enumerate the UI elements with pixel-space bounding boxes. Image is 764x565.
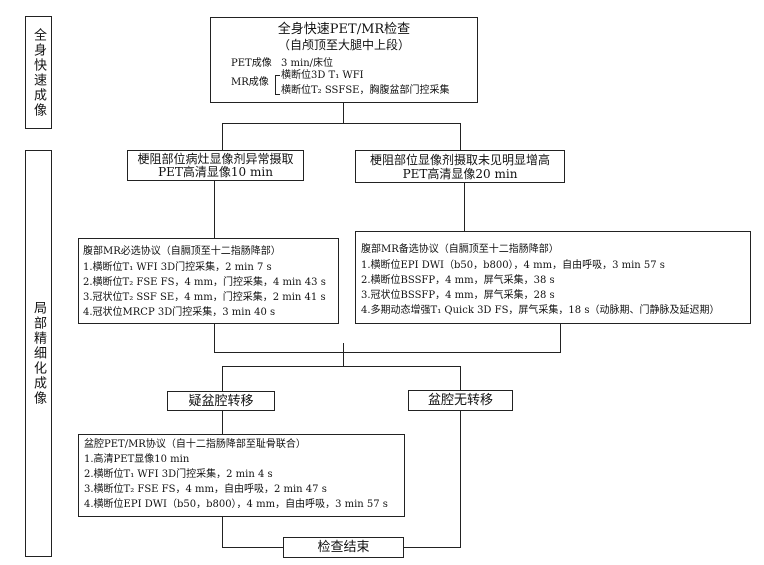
optional-protocol-title: 腹部MR备选协议（自膈顶至十二指肠降部） xyxy=(361,244,559,255)
required-protocol-title: 腹部MR必选协议（自膈顶至十二指肠降部） xyxy=(83,246,281,257)
suspected-pelvic-metastasis-label: 疑盆腔转移 xyxy=(188,394,254,409)
whole-body-subtitle: （自颅顶至大腿中上段） xyxy=(277,38,410,52)
optional-protocol-item-1: 1.横断位EPI DWI（b50，b800），4 mm，自由呼吸，3 min 5… xyxy=(361,260,665,271)
optional-protocol-item-2: 2.横断位BSSFP，4 mm，屏气采集，38 s xyxy=(361,275,555,286)
required-protocol-item-2: 2.横断位T₂ FSE FS，4 mm，门控采集，4 min 43 s xyxy=(83,277,326,288)
pelvic-protocol-box: 盆腔PET/MR协议（自十二指肠降部至耻骨联合） 1.高清PET显像10 min… xyxy=(78,434,405,517)
connector-merge-down xyxy=(343,343,344,366)
pelvic-protocol-item-1: 1.高清PET显像10 min xyxy=(84,454,190,465)
abnormal-uptake-line2: PET高清显像10 min xyxy=(158,165,273,179)
connector-to-end-left xyxy=(222,547,283,548)
mr-item-2: 横断位T₂ SSFSE，胸腹盆部门控采集 xyxy=(281,85,450,96)
side-label-top: 全身快速成像 xyxy=(25,16,52,129)
connector-top-down xyxy=(343,102,344,123)
whole-body-title: 全身快速PET/MR检查 xyxy=(277,22,411,37)
connector-to-left-result xyxy=(222,123,223,150)
abnormal-uptake-box: 梗阻部位病灶显像剂异常摄取 PET高清显像10 min xyxy=(127,150,304,181)
mr-brace xyxy=(275,75,280,95)
exam-end-label: 检查结束 xyxy=(317,540,370,555)
side-label-top-text: 全身快速成像 xyxy=(31,27,46,118)
no-uptake-line2: PET高清显像20 min xyxy=(402,167,518,181)
connector-top-split xyxy=(222,123,461,124)
no-pelvic-metastasis-label: 盆腔无转移 xyxy=(427,393,493,408)
connector-branch-left-down xyxy=(222,410,223,434)
connector-merge xyxy=(214,352,561,353)
required-protocol-item-3: 3.冠状位T₂ SSF SE，4 mm，门控采集，2 min 41 s xyxy=(83,292,326,303)
no-uptake-line1: 梗阻部位显像剂摄取未见明显增高 xyxy=(369,153,550,167)
pet-label: PET成像 xyxy=(231,58,272,69)
required-protocol-item-4: 4.冠状位MRCP 3D门控采集，3 min 40 s xyxy=(83,307,276,318)
side-label-bottom-text: 局部精细化成像 xyxy=(31,301,46,406)
side-label-bottom: 局部精细化成像 xyxy=(25,150,52,557)
connector-branch-split xyxy=(222,366,461,367)
connector-right-result-down xyxy=(464,182,465,231)
whole-body-box: 全身快速PET/MR检查 （自颅顶至大腿中上段） PET成像 3 min/床位 … xyxy=(210,17,478,103)
pelvic-protocol-item-4: 4.横断位EPI DWI（b50，b800），4 mm，自由呼吸，3 min 5… xyxy=(84,499,388,510)
connector-branch-right-down xyxy=(460,410,461,547)
connector-to-right-result xyxy=(460,123,461,150)
required-protocol-item-1: 1.横断位T₁ WFI 3D门控采集，2 min 7 s xyxy=(83,262,272,273)
abnormal-uptake-line1: 梗阻部位病灶显像剂异常摄取 xyxy=(137,152,294,166)
no-uptake-box: 梗阻部位显像剂摄取未见明显增高 PET高清显像20 min xyxy=(355,150,565,183)
mr-item-1: 横断位3D T₁ WFI xyxy=(281,70,364,81)
exam-end-box: 检查结束 xyxy=(283,537,404,558)
suspected-pelvic-metastasis-box: 疑盆腔转移 xyxy=(167,391,275,411)
required-protocol-box: 腹部MR必选协议（自膈顶至十二指肠降部） 1.横断位T₁ WFI 3D门控采集，… xyxy=(78,238,339,324)
connector-to-branch-right xyxy=(460,366,461,390)
mr-label: MR成像 xyxy=(231,77,269,88)
optional-protocol-item-3: 3.冠状位BSSFP，4 mm，屏气采集，28 s xyxy=(361,290,555,301)
optional-protocol-item-4: 4.多期动态增强T₁ Quick 3D FS，屏气采集，18 s（动脉期、门静脉… xyxy=(361,305,720,316)
no-pelvic-metastasis-box: 盆腔无转移 xyxy=(408,390,513,411)
connector-pelvic-down xyxy=(222,516,223,547)
pelvic-protocol-item-2: 2.横断位T₁ WFI 3D门控采集，2 min 4 s xyxy=(84,469,273,480)
pelvic-protocol-title: 盆腔PET/MR协议（自十二指肠降部至耻骨联合） xyxy=(84,439,306,450)
connector-to-end-right xyxy=(404,547,461,548)
optional-protocol-box: 腹部MR备选协议（自膈顶至十二指肠降部） 1.横断位EPI DWI（b50，b8… xyxy=(355,231,751,324)
connector-left-result-down xyxy=(214,180,215,238)
connector-optional-down xyxy=(560,324,561,352)
pelvic-protocol-item-3: 3.横断位T₂ FSE FS，4 mm，自由呼吸，2 min 47 s xyxy=(84,484,327,495)
connector-to-branch-left xyxy=(222,366,223,391)
pet-value: 3 min/床位 xyxy=(281,58,334,69)
connector-required-down xyxy=(214,324,215,352)
